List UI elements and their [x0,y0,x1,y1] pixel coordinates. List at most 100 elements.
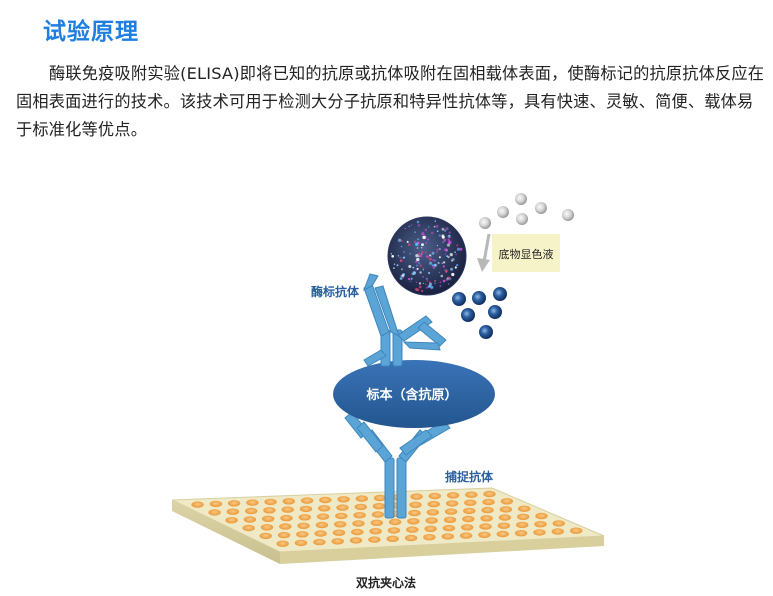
enzyme-speckle [396,264,399,267]
plate-well [370,519,383,526]
plate-well [498,514,512,521]
enzyme-speckle [415,254,419,258]
enzyme-speckle [391,254,395,258]
plate-well [349,537,363,544]
enzyme-speckle [431,251,435,255]
enzyme-speckle [415,260,418,264]
enzyme-speckle [439,281,442,284]
enzyme-speckle [436,230,439,233]
enzyme-speckle [402,276,405,279]
enzyme-speckle [416,267,419,270]
plate-well [336,504,349,511]
enzyme-speckle [442,279,446,283]
plate-well [516,521,529,529]
enzyme-speckle [401,274,405,278]
sample-ellipse [333,360,495,428]
plate-well [518,505,531,512]
enzyme-speckle [418,282,422,285]
plate-well [276,540,289,547]
sample-label: 标本（含抗原） [365,387,457,403]
plate-well [316,513,330,520]
enzyme-speckle [436,248,439,252]
enzyme-speckle [424,228,428,232]
plate-well [277,531,291,539]
plate-well [425,517,438,524]
capture-antibody [344,411,451,519]
plate-well [242,524,255,532]
plate-well [369,528,382,535]
enzyme-speckle [448,231,451,234]
plate-well [332,529,346,536]
enzyme-speckle [450,259,454,262]
plate-well [499,506,513,513]
plate-well [297,522,310,529]
enzyme-speckle [397,255,400,257]
enzyme-speckle [436,244,438,247]
plate-well [315,521,329,529]
enzyme-speckle [399,259,403,263]
enzyme-speckle [416,264,418,267]
enzyme-speckle [393,263,396,265]
enzyme-speckle [422,275,425,278]
enzyme-speckle [407,277,411,281]
plate-well [353,512,366,519]
plate-wells [191,490,583,547]
substrate-molecules [479,193,574,229]
plate-well [442,524,456,532]
enzyme-speckle [406,240,409,243]
intro-paragraph: 酶联免疫吸附实验(ELISA)即将已知的抗原或抗体吸附在固相载体表面，使酶标记的… [16,64,765,139]
enzyme-sphere [387,216,467,296]
enzyme-speckle [417,224,421,227]
enzyme-speckle [455,253,458,256]
plate-well [226,508,240,515]
plate-well [443,516,457,523]
plate-well [426,509,439,516]
enzyme-speckle [427,285,431,288]
enzyme-speckle [445,227,449,231]
enzyme-speckle [424,252,426,254]
enzyme-speckle [414,240,416,243]
plate-well [354,503,367,511]
enzyme-speckle [444,253,447,255]
enzyme-speckle [409,253,411,255]
plate-well [424,525,437,532]
enzyme-speckle [446,243,451,247]
plate-well [299,505,313,513]
enzyme-speckle [410,224,413,226]
enzyme-speckle [418,285,422,289]
enzyme-speckle [434,220,436,222]
enzyme-speckle [451,272,455,277]
enzyme-speckle [393,267,395,269]
plate-well [319,496,332,504]
enzyme-speckle [456,264,459,267]
plate-well [535,512,548,520]
plate-well [227,500,241,507]
enzyme-speckle [445,279,448,281]
enzyme-speckle [422,267,425,269]
page-title: 试验原理 [43,19,139,45]
enzyme-speckle [434,259,437,262]
enzyme-speckle [434,280,436,282]
enzyme-speckle [426,280,428,282]
reaction-arrow [477,233,491,272]
plate-well [465,491,478,498]
plate-well [280,514,293,522]
enzyme-speckle [438,271,441,274]
enzyme-speckle [412,266,415,269]
enzyme-speckle [399,256,401,259]
enzyme-speckle [416,220,420,224]
plate-well [314,530,327,537]
enzyme-speckle [429,254,432,257]
plate-well [259,532,272,540]
plate-well [517,513,530,520]
enzyme-speckle [454,266,457,269]
plate-well [225,517,238,524]
plate-well [388,518,402,526]
plate-well [337,496,350,503]
enzyme-speckle [439,248,441,250]
enzyme-speckle [419,255,422,258]
plate-well [208,509,221,516]
plate-well [570,527,583,534]
plate-well [496,530,509,538]
plate-well [246,499,259,506]
